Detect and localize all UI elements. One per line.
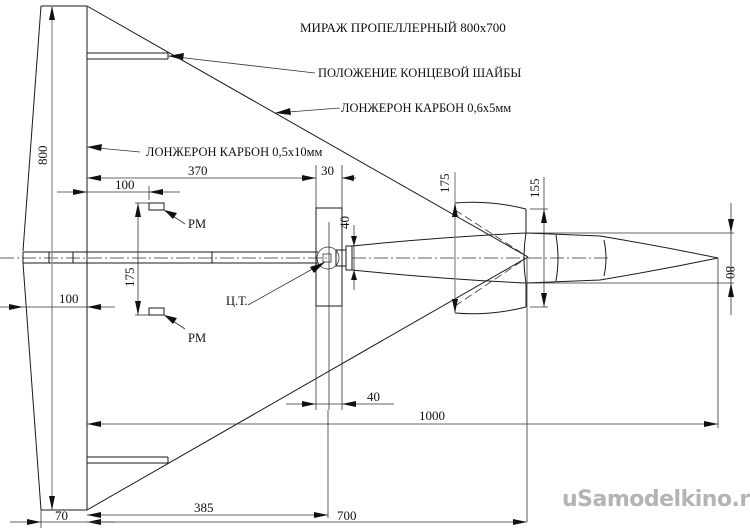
callout-elevon-bottom: РМ bbox=[188, 331, 206, 345]
dim-elevon-offset-top: 100 bbox=[115, 177, 135, 192]
callout-cg: Ц.Т. bbox=[226, 294, 248, 308]
dim-half-chord: 385 bbox=[194, 500, 214, 515]
watermark: uSamodelkino.ru bbox=[562, 487, 750, 512]
leading-edge-lower bbox=[86, 256, 529, 511]
dim-elevon-offset-left: 100 bbox=[59, 291, 79, 306]
callout-elevon-top: РМ bbox=[188, 217, 206, 231]
drawing-title: МИРАЖ ПРОПЕЛЛЕРНЫЙ 800x700 bbox=[300, 20, 506, 35]
dim-cowl-height: 155 bbox=[527, 179, 542, 199]
callout-spar-diagonal: ЛОНЖЕРОН КАРБОН 0,6x5мм bbox=[341, 101, 511, 115]
dim-span: 800 bbox=[35, 146, 50, 166]
end-plate-bottom bbox=[87, 456, 169, 464]
wing-left-edge-upper bbox=[22, 5, 42, 252]
wing-left-edge-lower bbox=[22, 262, 42, 511]
dim-spinner-dia: 40 bbox=[337, 216, 352, 229]
leading-edge-upper bbox=[86, 5, 529, 258]
central-boom bbox=[0, 251, 330, 264]
elevon-marker-bottom bbox=[148, 307, 165, 316]
fuselage-pod bbox=[351, 232, 719, 284]
dim-mount-offset: 40 bbox=[367, 389, 380, 404]
callout-end-plate: ПОЛОЖЕНИЕ КОНЦЕВОЙ ШАЙБЫ bbox=[318, 66, 521, 80]
dim-motor-mount-width: 30 bbox=[321, 163, 334, 178]
dim-fuselage-height: 175 bbox=[437, 174, 452, 194]
dim-root-to-motor: 370 bbox=[188, 163, 208, 178]
dim-total-length: 1000 bbox=[419, 408, 445, 423]
dim-nose-height: 80 bbox=[723, 266, 738, 279]
dimension-lines bbox=[0, 6, 734, 528]
dim-root-chord: 700 bbox=[337, 508, 357, 523]
callout-leaders bbox=[86, 53, 341, 330]
dim-root-chord-tip: 70 bbox=[55, 508, 68, 523]
intake-cowls bbox=[454, 201, 529, 315]
callout-spar-main: ЛОНЖЕРОН КАРБОН 0,5x10мм bbox=[146, 145, 323, 159]
motor-mount bbox=[315, 165, 353, 410]
elevon-marker-top bbox=[148, 202, 165, 211]
end-plate-top bbox=[87, 52, 169, 60]
dim-elevon-spacing: 175 bbox=[122, 268, 137, 288]
